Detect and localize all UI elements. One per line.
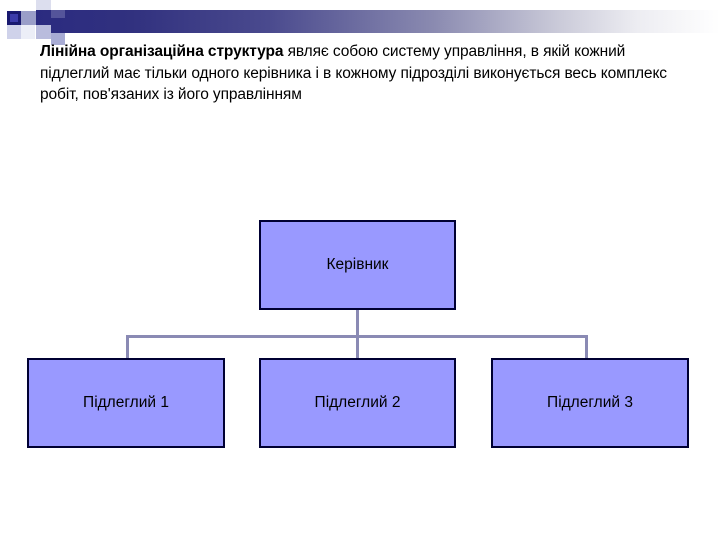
org-node-subordinate-2[interactable]: Підлеглий 2 bbox=[259, 358, 456, 448]
org-node-subordinate-1-label: Підлеглий 1 bbox=[83, 394, 169, 411]
decorative-square-navy-small bbox=[51, 10, 65, 18]
connector-drop-subordinate-1 bbox=[126, 335, 129, 359]
org-node-subordinate-3[interactable]: Підлеглий 3 bbox=[491, 358, 689, 448]
org-node-subordinate-3-label: Підлеглий 3 bbox=[547, 394, 633, 411]
org-node-subordinate-1[interactable]: Підлеглий 1 bbox=[27, 358, 225, 448]
connector-drop-subordinate-2 bbox=[356, 335, 359, 359]
header-gradient-bar bbox=[36, 10, 720, 33]
decorative-square-pale-top bbox=[36, 0, 51, 10]
body-text-rest: являє собою систему управління, в якій к… bbox=[40, 43, 667, 104]
decorative-square-lower-right bbox=[51, 33, 65, 45]
decorative-square-mid-blue bbox=[21, 11, 36, 25]
connector-drop-subordinate-3 bbox=[585, 335, 588, 359]
org-node-subordinate-2-label: Підлеглий 2 bbox=[314, 394, 401, 411]
org-chart: Керівник Підлеглий 1 Підлеглий 2 Підлегл… bbox=[0, 180, 720, 470]
slide-body-text: Лінійна організаційна структура являє со… bbox=[40, 41, 690, 106]
decorative-square-pale-right bbox=[21, 25, 35, 39]
decorative-square-light-lower bbox=[36, 25, 51, 39]
body-text-lead: Лінійна організаційна структура bbox=[40, 43, 284, 60]
slide-decoration bbox=[0, 0, 720, 45]
org-node-manager-label: Керівник bbox=[326, 256, 389, 273]
org-node-manager[interactable]: Керівник bbox=[259, 220, 456, 310]
connector-manager-stem bbox=[356, 310, 359, 337]
decorative-square-pale-left bbox=[7, 25, 21, 39]
decorative-square-accent bbox=[7, 11, 21, 25]
